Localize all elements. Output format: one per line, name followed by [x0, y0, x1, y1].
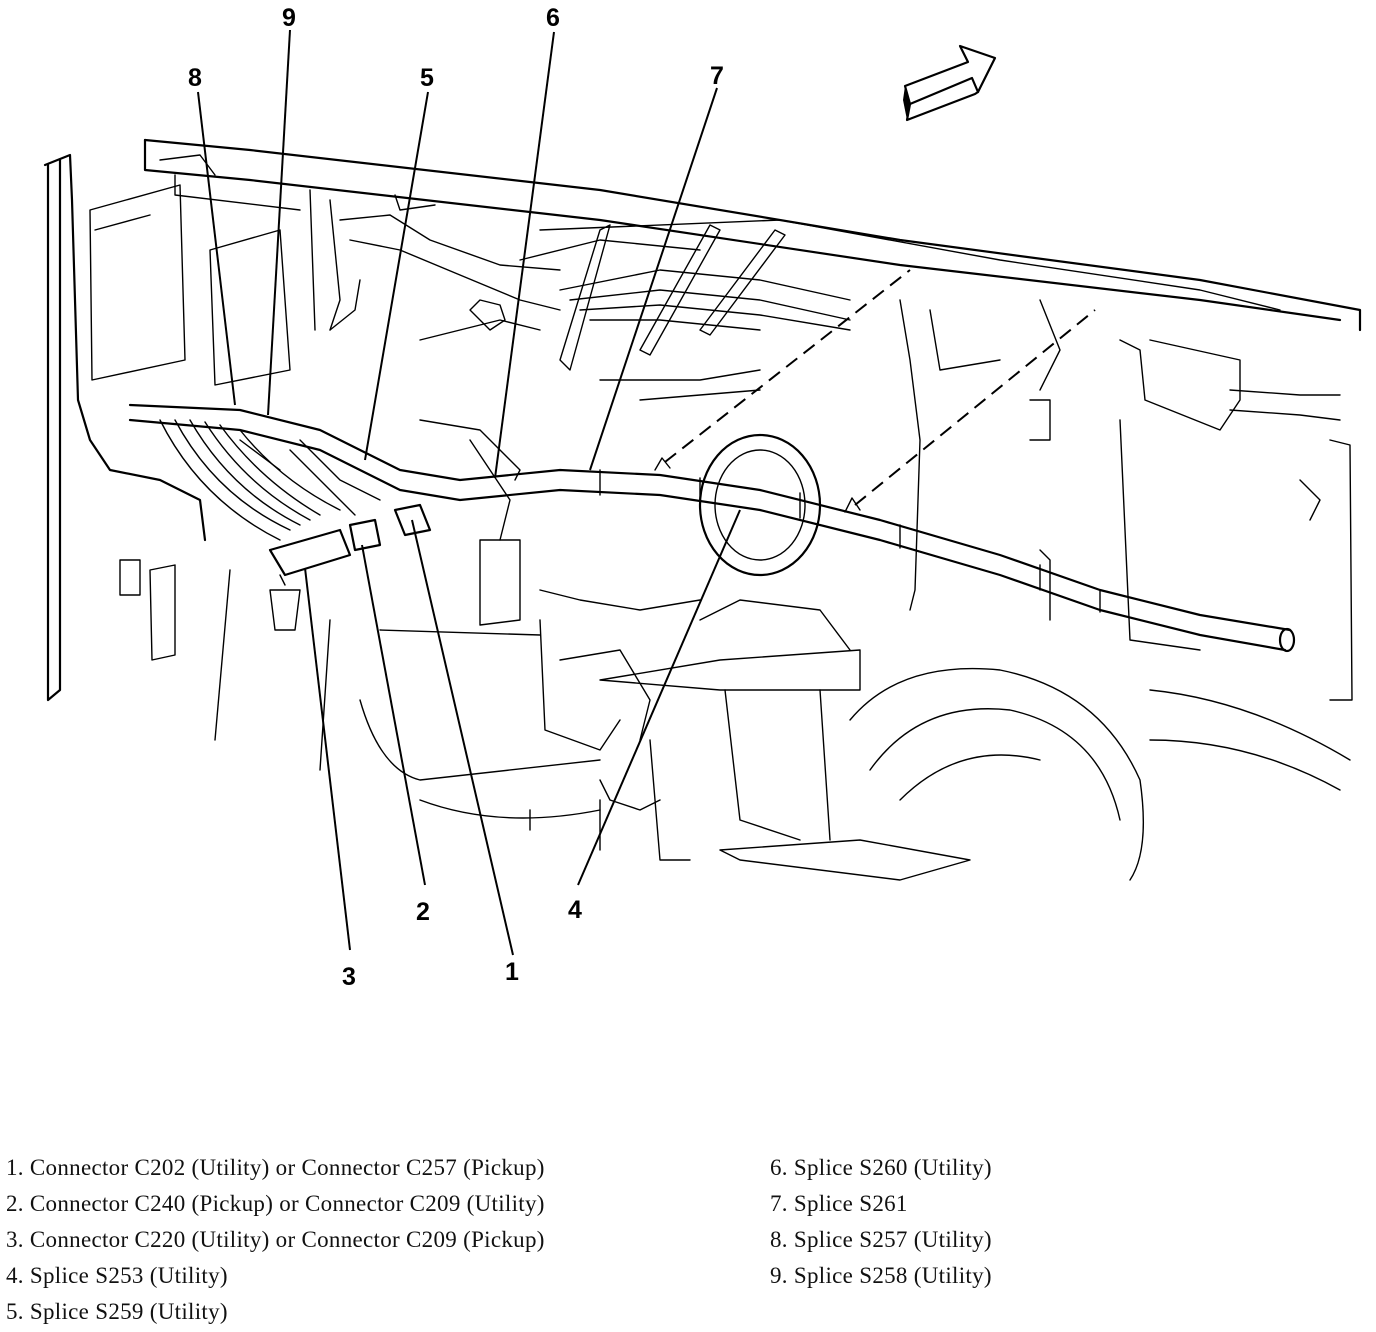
dashed-line — [664, 269, 911, 463]
wiring-harness-diagram: 1 2 3 4 5 6 7 8 9 — [43, 4, 1362, 991]
legend-item-1: 1. Connector C202 (Utility) or Connector… — [6, 1155, 545, 1180]
legend-right: 6. Splice S260 (Utility) 7. Splice S261 … — [770, 1150, 1330, 1294]
legend-item-7: 7. Splice S261 — [770, 1191, 908, 1216]
legend-left: 1. Connector C202 (Utility) or Connector… — [6, 1150, 746, 1330]
legend-item-6: 6. Splice S260 (Utility) — [770, 1155, 992, 1180]
legend-item-5: 5. Splice S259 (Utility) — [6, 1299, 228, 1324]
legend-item-8: 8. Splice S257 (Utility) — [770, 1227, 992, 1252]
legend-item-2: 2. Connector C240 (Pickup) or Connector … — [6, 1191, 545, 1216]
callout-8: 8 — [188, 64, 202, 92]
dashed-line — [854, 309, 1096, 506]
legend-item-9: 9. Splice S258 (Utility) — [770, 1263, 992, 1288]
callout-7: 7 — [710, 62, 724, 90]
front-direction-arrow — [903, 44, 997, 122]
callout-1: 1 — [505, 958, 519, 986]
vehicle-body-outline — [43, 138, 1362, 881]
legend-item-4: 4. Splice S253 (Utility) — [6, 1263, 228, 1288]
callout-9: 9 — [282, 4, 296, 32]
callout-2: 2 — [416, 898, 430, 926]
legend-item-3: 3. Connector C220 (Utility) or Connector… — [6, 1227, 545, 1252]
callout-3: 3 — [342, 963, 356, 991]
callout-5: 5 — [420, 64, 434, 92]
callout-6: 6 — [546, 4, 560, 32]
leader-lines — [197, 29, 741, 956]
main-harness — [128, 403, 1296, 653]
callout-4: 4 — [568, 896, 582, 924]
